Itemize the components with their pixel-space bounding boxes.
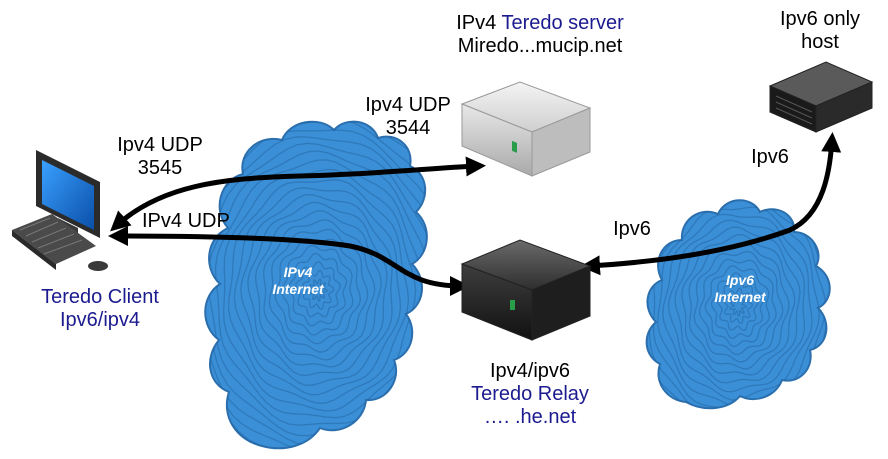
- relay-udp-label: IPv4 UDP: [142, 210, 262, 233]
- cloud-ripple: [710, 272, 765, 339]
- server-box-icon: [460, 81, 592, 177]
- teredo-client-label: Teredo Client Ipv6/ipv4: [20, 286, 180, 332]
- ipv6-host-line1: Ipv6 only: [779, 8, 861, 30]
- teredo-server-protocol: IPv4: [456, 12, 497, 34]
- relay-ipv6-link-label: Ipv6: [602, 218, 662, 241]
- ipv4-cloud-line2: Internet: [272, 281, 324, 297]
- teredo-relay-name: Teredo Relay: [471, 383, 589, 405]
- host-ipv6-link-label: Ipv6: [740, 146, 800, 169]
- relay-udp-protocol: IPv4 UDP: [142, 210, 230, 232]
- ipv6-host-label: Ipv6 only host: [770, 8, 870, 54]
- rack-server-icon: [768, 61, 874, 133]
- server-udp-protocol: Ipv4 UDP: [365, 94, 451, 116]
- teredo-server-hostname: Miredo...mucip.net: [457, 35, 623, 57]
- teredo-client-name: Teredo Client: [41, 286, 159, 308]
- relay-ipv6-protocol: Ipv6: [613, 218, 651, 240]
- ipv4-cloud-label: IPv4 Internet: [258, 264, 338, 298]
- server-udp-label: Ipv4 UDP 3544: [348, 94, 468, 140]
- teredo-client-protocols: Ipv6/ipv4: [59, 309, 141, 331]
- client-udp-label: Ipv4 UDP 3545: [100, 134, 220, 180]
- host-ipv6-protocol: Ipv6: [751, 146, 789, 168]
- teredo-server-name: Teredo server: [501, 12, 624, 34]
- arrow-client-server: [110, 156, 486, 232]
- teredo-relay-hostname: …. .he.net: [483, 406, 577, 428]
- client-udp-protocol: Ipv4 UDP: [117, 134, 203, 156]
- arrow-client-relay: [108, 226, 470, 296]
- teredo-relay-label: Ipv4/ipv6 Teredo Relay …. .he.net: [440, 360, 620, 429]
- relay-box-icon: [460, 239, 592, 341]
- ipv6-cloud-label: Ipv6 Internet: [700, 272, 780, 306]
- ipv6-cloud-line1: Ipv6: [725, 272, 754, 288]
- client-udp-port: 3545: [137, 157, 183, 179]
- arrow-relay-host: [580, 132, 842, 276]
- desktop-computer-icon: [12, 150, 108, 271]
- cloud-ripple: [723, 287, 753, 325]
- server-udp-port: 3544: [385, 117, 431, 139]
- cloud-ripple: [729, 295, 747, 318]
- ipv6-cloud-line2: Internet: [714, 289, 766, 305]
- cloud-ripple: [717, 279, 759, 331]
- teredo-relay-protocols: Ipv4/ipv6: [489, 360, 571, 382]
- ipv6-host-line2: host: [801, 31, 839, 53]
- ipv4-cloud-line1: IPv4: [283, 264, 313, 280]
- teredo-server-label: IPv4 Teredo server Miredo...mucip.net: [430, 12, 650, 58]
